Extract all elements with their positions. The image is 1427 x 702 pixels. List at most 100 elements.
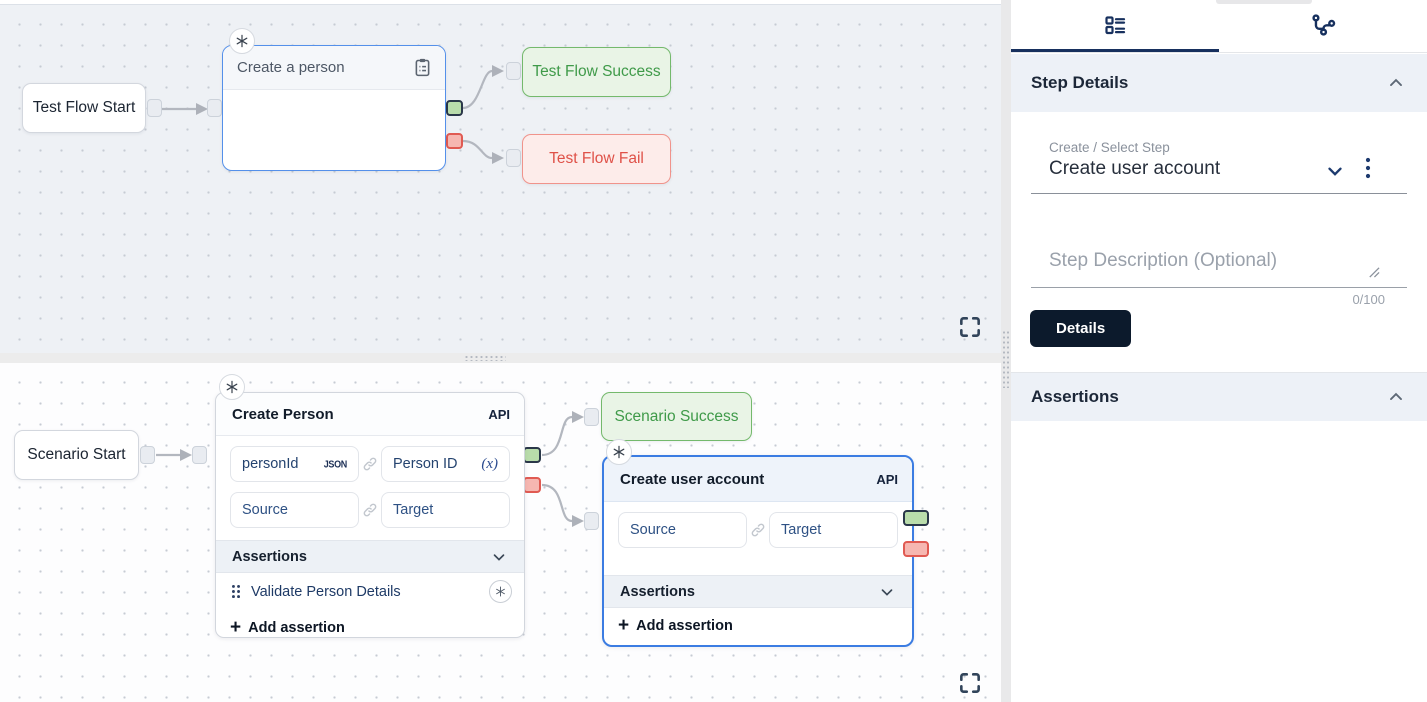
target-handle[interactable] [584, 512, 599, 530]
mapping-row: Source Target [230, 492, 510, 528]
assertion-breakpoint-badge[interactable] [489, 580, 512, 603]
test-flow-fail-node[interactable]: Test Flow Fail [522, 134, 671, 184]
target-handle[interactable] [192, 446, 207, 464]
node-body: Source Target [604, 502, 912, 548]
mapping-target-field[interactable]: Person ID (x) [381, 446, 510, 482]
mapping-source-field[interactable]: personId JSON [230, 446, 359, 482]
field-placeholder: Target [393, 502, 434, 518]
sidebar-tabs [1011, 0, 1427, 53]
assertions-section-header[interactable]: Assertions [1011, 372, 1427, 421]
mapping-source-field[interactable]: Source [618, 512, 747, 548]
asterisk-icon [613, 445, 625, 459]
success-output-handle[interactable] [446, 100, 463, 116]
edge-connectors [162, 65, 504, 164]
success-output-handle[interactable] [523, 447, 541, 463]
step-select-label: Create / Select Step [1049, 140, 1170, 155]
step-options-menu-button[interactable] [1359, 153, 1377, 183]
variable-badge: (x) [481, 455, 498, 472]
fullscreen-icon [960, 673, 980, 693]
scroll-pill [1216, 0, 1312, 4]
fullscreen-icon [960, 317, 980, 337]
scenario-canvas[interactable]: Scenario Start Create Person API personI… [0, 363, 1001, 702]
mapping-row: personId JSON Person ID (x) [230, 446, 510, 482]
fail-output-handle[interactable] [903, 541, 929, 557]
node-label: Scenario Start [27, 446, 126, 463]
assertion-list-item[interactable]: Validate Person Details [216, 573, 524, 610]
node-label: Scenario Success [614, 407, 739, 425]
test-flow-start-node[interactable]: Test Flow Start [22, 83, 146, 133]
field-placeholder: Source [242, 502, 288, 518]
details-sidebar: Step Details Create / Select Step Create… [1011, 0, 1427, 702]
assertions-label: Assertions [620, 583, 695, 600]
horizontal-splitter[interactable] [0, 353, 1001, 363]
chevron-down-icon [1328, 167, 1342, 176]
success-output-handle[interactable] [903, 510, 929, 526]
fail-output-handle[interactable] [446, 133, 463, 149]
node-type-badge: API [876, 471, 898, 487]
splitter-grip[interactable] [1002, 330, 1010, 388]
node-label: Test Flow Start [32, 99, 136, 116]
breakpoint-badge[interactable] [606, 439, 632, 465]
mapping-target-field[interactable]: Target [769, 512, 898, 548]
source-handle[interactable] [140, 446, 155, 464]
step-details-section-header[interactable]: Step Details [1011, 54, 1427, 112]
workflow-icon [1312, 13, 1336, 36]
fit-view-button[interactable] [954, 312, 986, 342]
fit-view-button[interactable] [954, 668, 986, 698]
chevron-up-icon[interactable] [1386, 387, 1406, 407]
target-handle[interactable] [506, 149, 521, 167]
assertions-section-toggle[interactable]: Assertions [604, 575, 912, 608]
target-handle[interactable] [207, 99, 222, 117]
mapping-target-field[interactable]: Target [381, 492, 510, 528]
details-button[interactable]: Details [1030, 310, 1132, 347]
node-title: Create user account [620, 470, 765, 488]
clipboard-icon[interactable] [412, 57, 433, 78]
chevron-down-icon [493, 553, 505, 561]
breakpoint-badge[interactable] [219, 374, 245, 400]
chevron-up-icon[interactable] [1386, 73, 1406, 93]
chevron-down-icon [881, 588, 893, 596]
node-header: Create a person [223, 46, 445, 90]
mapping-source-field[interactable]: Source [230, 492, 359, 528]
create-person-node[interactable]: Create Person API personId JSON [215, 392, 525, 638]
test-flow-canvas[interactable]: Test Flow Start Create a person [0, 4, 1001, 353]
step-select[interactable]: Create / Select Step Create user account [1031, 140, 1407, 194]
kebab-menu-icon [1365, 157, 1371, 179]
create-user-account-node[interactable]: Create user account API Source Tar [602, 455, 914, 647]
resize-handle-icon[interactable] [1367, 265, 1380, 278]
target-handle[interactable] [584, 408, 599, 426]
node-title: Create a person [237, 59, 345, 76]
step-select-value: Create user account [1049, 158, 1221, 179]
field-value: Person ID [393, 456, 458, 472]
select-chevron[interactable] [1324, 160, 1346, 182]
asterisk-icon [226, 380, 238, 394]
link-icon [362, 502, 379, 519]
source-handle[interactable] [147, 99, 162, 117]
add-assertion-label: Add assertion [636, 617, 733, 634]
fail-output-handle[interactable] [523, 477, 541, 493]
scenario-start-node[interactable]: Scenario Start [14, 430, 139, 480]
add-assertion-button[interactable]: + Add assertion [604, 608, 912, 643]
create-a-person-node[interactable]: Create a person [222, 45, 446, 171]
node-label: Test Flow Success [532, 63, 661, 80]
node-label: Test Flow Fail [549, 150, 644, 167]
breakpoint-badge[interactable] [229, 28, 255, 54]
vertical-splitter[interactable] [1001, 0, 1011, 702]
add-assertion-button[interactable]: + Add assertion [216, 610, 524, 645]
link-icon [750, 522, 767, 539]
add-assertion-label: Add assertion [248, 619, 345, 636]
tab-step-details[interactable] [1011, 0, 1219, 52]
step-description-field[interactable]: Step Description (Optional) [1031, 238, 1407, 288]
test-flow-success-node[interactable]: Test Flow Success [522, 47, 671, 97]
tab-flow-view[interactable] [1219, 0, 1427, 52]
node-header: Create Person API [216, 393, 524, 436]
section-title: Step Details [1031, 73, 1129, 92]
node-type-badge: API [488, 406, 510, 422]
asterisk-icon [236, 34, 248, 48]
splitter-grip[interactable] [464, 355, 506, 361]
assertions-section-toggle[interactable]: Assertions [216, 540, 524, 573]
json-badge: JSON [323, 458, 348, 470]
target-handle[interactable] [506, 62, 521, 80]
drag-handle-icon[interactable] [230, 583, 242, 600]
scenario-success-node[interactable]: Scenario Success [601, 392, 752, 441]
